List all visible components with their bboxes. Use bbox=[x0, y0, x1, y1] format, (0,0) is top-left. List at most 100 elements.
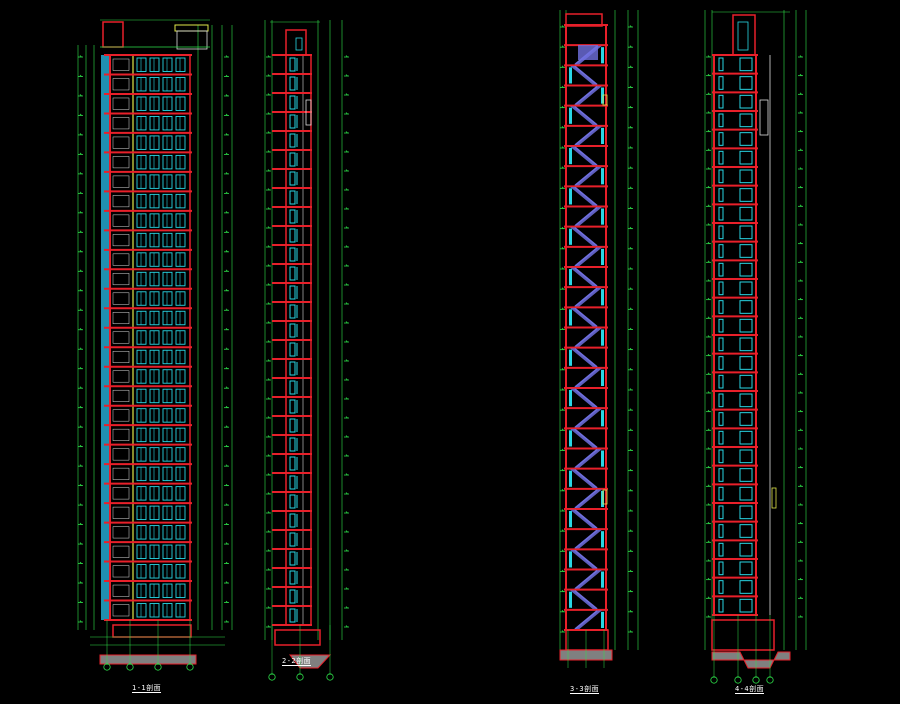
window-frame bbox=[136, 427, 147, 443]
window-frame bbox=[175, 564, 186, 579]
elevation-mark bbox=[79, 133, 82, 136]
roof-stair-core bbox=[732, 14, 756, 56]
window-frame bbox=[175, 135, 186, 150]
elevation-mark bbox=[799, 503, 802, 506]
window-frame bbox=[162, 291, 173, 306]
stair-window bbox=[569, 148, 572, 165]
elevation-mark bbox=[707, 279, 710, 282]
window-frame bbox=[175, 525, 186, 540]
window-frame bbox=[149, 310, 160, 326]
elevation-mark bbox=[345, 245, 348, 248]
window-frame bbox=[739, 225, 753, 240]
window-frame bbox=[739, 430, 753, 445]
door-opening bbox=[112, 253, 130, 266]
window-frame bbox=[718, 505, 724, 520]
elevation-mark bbox=[561, 287, 564, 290]
elevation-mark bbox=[561, 428, 564, 431]
window-frame bbox=[289, 513, 296, 528]
elevation-mark bbox=[799, 521, 802, 524]
window-frame bbox=[149, 505, 160, 521]
window-frame bbox=[739, 598, 753, 613]
elevation-mark bbox=[345, 207, 348, 210]
elevation-mark bbox=[79, 522, 82, 525]
elevation-mark bbox=[267, 454, 270, 457]
window-frame bbox=[175, 77, 186, 92]
elevation-mark bbox=[267, 302, 270, 305]
elevation-mark bbox=[707, 540, 710, 543]
elevation-mark bbox=[561, 529, 564, 532]
door-opening bbox=[112, 506, 130, 519]
elevation-mark bbox=[629, 327, 632, 330]
elevation-mark bbox=[707, 465, 710, 468]
elevation-mark bbox=[629, 428, 632, 431]
stair-window bbox=[601, 490, 604, 507]
window-frame bbox=[289, 342, 296, 357]
stair-window bbox=[569, 228, 572, 245]
door-opening bbox=[112, 273, 130, 286]
shaft-fill bbox=[101, 55, 109, 620]
elevation-mark bbox=[267, 245, 270, 248]
window-frame bbox=[136, 525, 147, 540]
elevation-mark bbox=[799, 167, 802, 170]
elevation-mark bbox=[225, 113, 228, 116]
elevation-mark bbox=[707, 484, 710, 487]
window-frame bbox=[136, 388, 147, 404]
elevation-mark bbox=[629, 408, 632, 411]
window-frame bbox=[718, 598, 724, 613]
door-opening bbox=[112, 195, 130, 208]
window-frame bbox=[175, 96, 186, 111]
window-frame bbox=[162, 388, 173, 404]
window-frame bbox=[289, 361, 296, 376]
window-frame bbox=[289, 171, 296, 186]
door-opening bbox=[112, 156, 130, 169]
elevation-mark bbox=[79, 113, 82, 116]
caption-section-1: 1-1剖面 bbox=[132, 684, 162, 693]
window-frame bbox=[175, 427, 186, 443]
window-frame bbox=[149, 427, 160, 443]
elevation-mark bbox=[345, 188, 348, 191]
stair-window bbox=[601, 450, 604, 467]
window-frame bbox=[718, 281, 724, 296]
window-frame bbox=[162, 174, 173, 189]
window-frame bbox=[136, 115, 147, 131]
elevation-mark bbox=[799, 204, 802, 207]
stair-stringer bbox=[574, 569, 598, 590]
window-frame bbox=[162, 466, 173, 482]
elevation-mark bbox=[225, 230, 228, 233]
elevation-mark bbox=[79, 74, 82, 77]
window-frame bbox=[149, 135, 160, 150]
elevation-mark bbox=[345, 549, 348, 552]
window-frame bbox=[739, 132, 753, 146]
window-frame bbox=[739, 468, 753, 482]
elevation-mark bbox=[267, 625, 270, 628]
caption-section-4: 4-4剖面 bbox=[735, 685, 765, 694]
stair-window bbox=[569, 188, 572, 205]
stair-window bbox=[569, 511, 572, 528]
axis-bubble bbox=[766, 676, 774, 684]
elevation-mark bbox=[345, 378, 348, 381]
window-frame bbox=[162, 349, 173, 365]
elevation-mark bbox=[79, 600, 82, 603]
door-opening bbox=[112, 526, 130, 539]
window-frame bbox=[149, 232, 160, 248]
elevation-mark bbox=[799, 73, 802, 76]
window-frame bbox=[136, 57, 147, 72]
window-frame bbox=[739, 561, 753, 576]
elevation-mark bbox=[267, 55, 270, 58]
window-frame bbox=[739, 542, 753, 557]
elevation-mark bbox=[707, 428, 710, 431]
window-frame bbox=[149, 408, 160, 423]
door-opening bbox=[112, 545, 130, 558]
window-frame bbox=[739, 244, 753, 258]
elevation-mark bbox=[799, 615, 802, 618]
window-frame bbox=[739, 580, 753, 594]
elevation-mark bbox=[225, 503, 228, 506]
elevation-mark bbox=[707, 241, 710, 244]
elevation-mark bbox=[561, 307, 564, 310]
window-frame bbox=[739, 318, 753, 333]
door-opening bbox=[112, 175, 130, 188]
window-frame bbox=[136, 408, 147, 423]
elevation-mark bbox=[225, 133, 228, 136]
elevation-mark bbox=[561, 569, 564, 572]
window-frame bbox=[162, 252, 173, 267]
